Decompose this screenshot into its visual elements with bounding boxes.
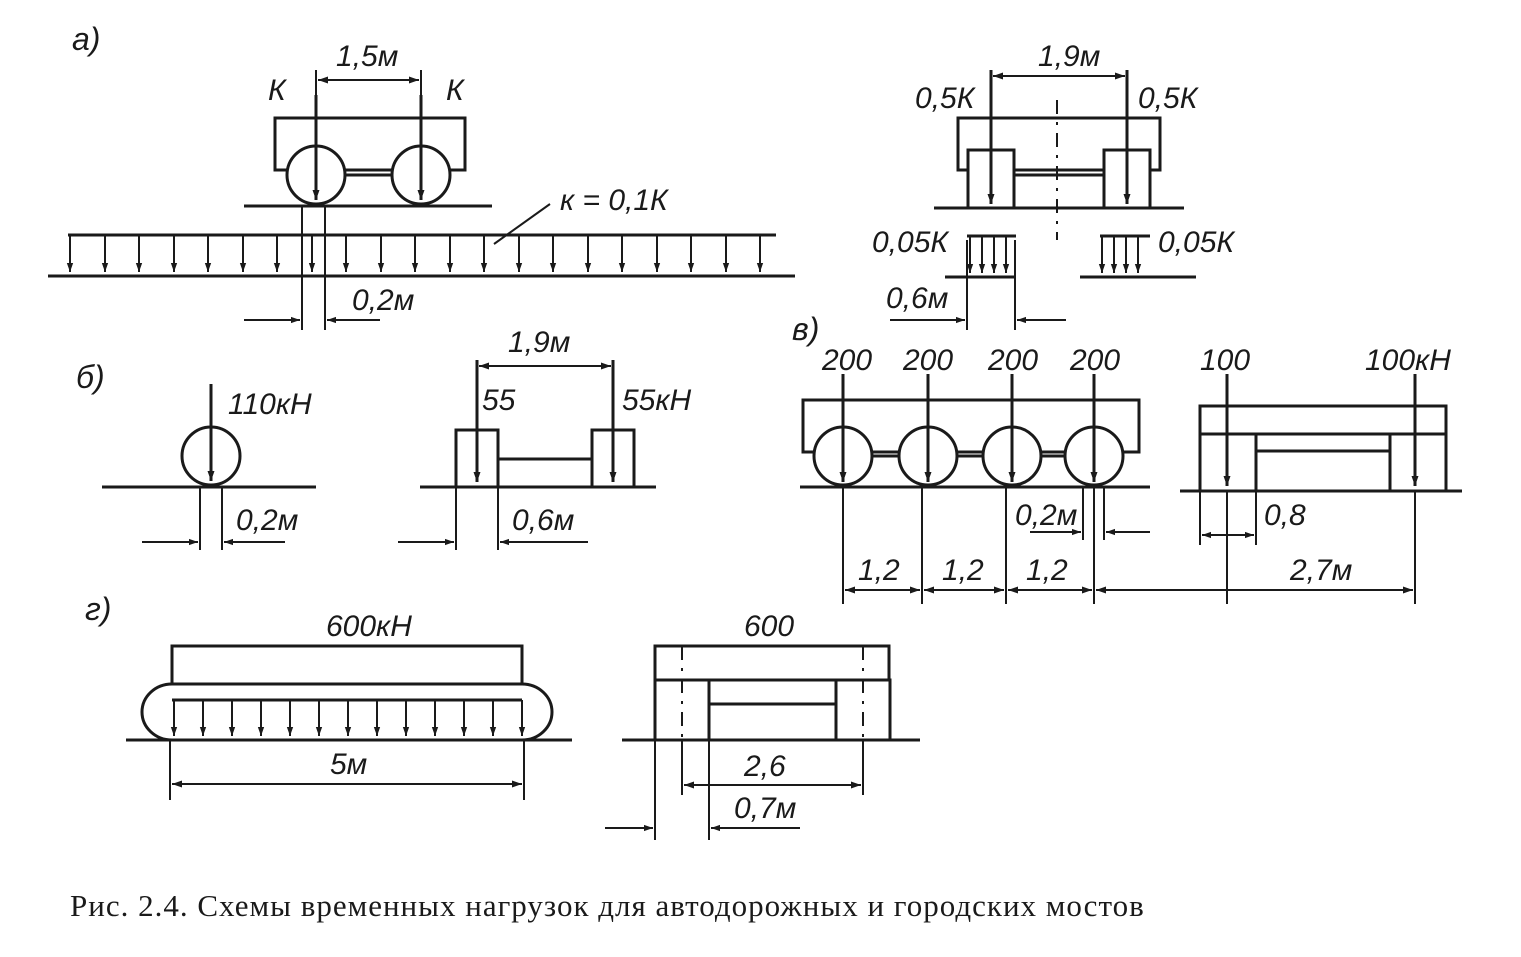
side-load-right-label-v: 100кН: [1365, 344, 1451, 377]
strip-load-left-label: 0,05К: [872, 226, 950, 259]
distributed-load: [48, 203, 795, 278]
contact-length-label-b: 0,2м: [236, 504, 298, 537]
track-length-label-g: 5м: [330, 748, 367, 781]
strip-loads: [945, 234, 1196, 279]
contact-width-label-b: 0,6м: [512, 504, 574, 537]
contact-length-label-v: 0,2м: [1015, 499, 1077, 532]
axle-load-left-label: К: [268, 74, 288, 107]
side-load-left-label-a: 0,5К: [915, 82, 977, 115]
figure-caption: Рис. 2.4. Схемы временных нагрузок для а…: [70, 888, 1145, 923]
wheel-width-label-v: 0,8: [1264, 499, 1306, 532]
track-spacing-label-g: 2,6: [743, 750, 786, 783]
contact-length-dimension-a: [244, 206, 380, 330]
strip-width-label: 0,6м: [886, 282, 948, 315]
side-spacing-label-b: 1,9м: [508, 326, 570, 359]
section-label-a: а): [72, 21, 100, 57]
section-label-b: б): [76, 359, 105, 395]
scheme-v-dimensions: [842, 487, 1150, 604]
scheme-b-wheel: [102, 384, 316, 550]
total-load-label-g: 600кН: [326, 610, 412, 643]
scheme-a-vehicle: [244, 95, 492, 208]
axle-load-right-label: К: [446, 74, 466, 107]
section-label-g: г): [85, 591, 111, 627]
distributed-load-label: к = 0,1К: [560, 184, 670, 217]
axle-spacing-label-v-1: 1,2: [858, 554, 900, 587]
axle-spacing-label-v-2: 1,2: [942, 554, 984, 587]
scheme-g-tracked-vehicle: [126, 644, 572, 800]
side-load-right-label-a: 0,5К: [1138, 82, 1200, 115]
side-load-right-label-b: 55кН: [622, 384, 692, 417]
track-width-label-g: 0,7м: [734, 792, 796, 825]
strip-load-right-label: 0,05К: [1158, 226, 1236, 259]
axle-spacing-dimension: [315, 70, 422, 96]
side-load-left-label-b: 55: [482, 384, 516, 417]
side-load-label-g: 600: [744, 610, 794, 643]
scheme-g-side-view: [605, 644, 920, 840]
side-spacing-label-a: 1,9м: [1038, 40, 1100, 73]
scheme-b-side-view: [398, 360, 656, 550]
axle-load-label-v-4: 200: [1069, 344, 1120, 377]
axle-spacing-label: 1,5м: [336, 40, 398, 73]
contact-length-label-a: 0,2м: [352, 284, 414, 317]
side-load-left-label-v: 100: [1200, 344, 1250, 377]
strip-width-dimension: [890, 240, 1066, 330]
axle-load-label-v-3: 200: [987, 344, 1038, 377]
side-spacing-label-v: 2,7м: [1289, 554, 1352, 587]
wheel-load-label-b: 110кН: [228, 388, 312, 421]
scheme-v-side-view: [1096, 374, 1462, 604]
section-label-v: в): [792, 311, 819, 347]
scheme-v-vehicle: [800, 374, 1150, 489]
scheme-a-side-view: [934, 70, 1184, 240]
axle-load-label-v-2: 200: [902, 344, 953, 377]
axle-spacing-label-v-3: 1,2: [1026, 554, 1068, 587]
axle-load-label-v-1: 200: [821, 344, 872, 377]
